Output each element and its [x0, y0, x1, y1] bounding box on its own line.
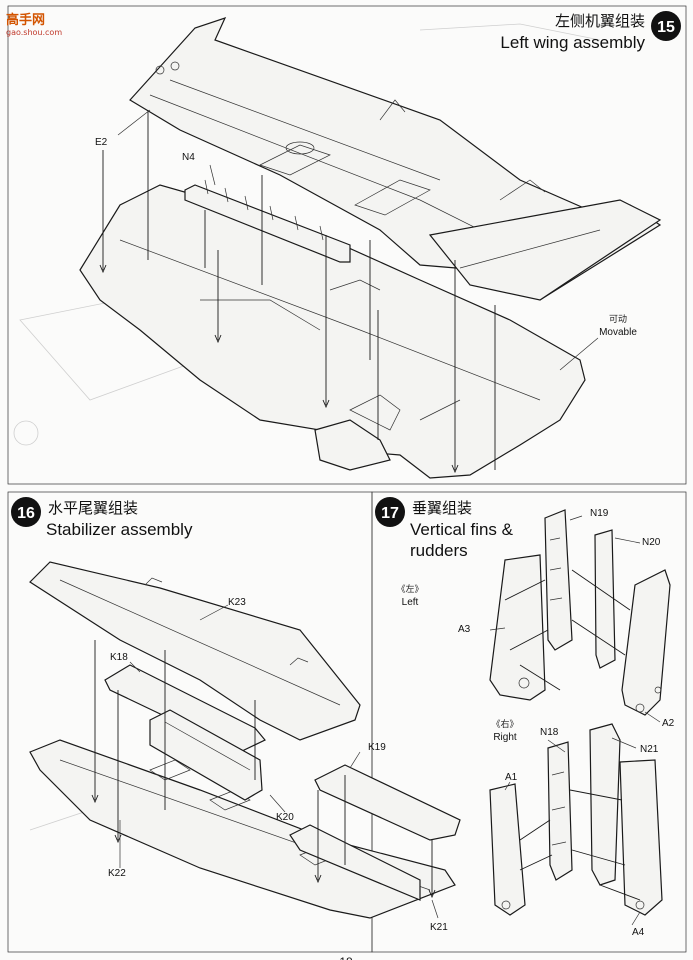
step17-header: 17 垂翼组装 Vertical fins & rudders — [375, 497, 514, 560]
part-n19-left-spar — [544, 509, 573, 651]
watermark-logo: 高手网 gao.shou.com — [6, 12, 62, 37]
label-k18: K18 — [110, 652, 128, 663]
page-number: 18 — [339, 955, 353, 960]
part-n21-right-rudder — [589, 723, 621, 886]
step17-title-en-line2: rudders — [410, 541, 468, 560]
step15-assembly-lines — [99, 109, 599, 474]
step16-title-cn: 水平尾翼组装 — [48, 499, 138, 517]
step15-badge — [651, 11, 681, 41]
label-k20: K20 — [276, 812, 294, 823]
part-k20-spar — [149, 709, 263, 801]
label-n19: N19 — [590, 508, 609, 519]
label-left-cn: 《左》 — [396, 583, 423, 595]
part-n20-left-rudder — [594, 529, 616, 669]
step16-header: 16 水平尾翼组装 Stabilizer assembly — [11, 497, 193, 539]
label-movable-en: Movable — [599, 327, 637, 338]
label-a2: A2 — [662, 718, 675, 729]
step15-number: 15 — [657, 19, 675, 36]
step17-right-assembly-lines — [504, 737, 641, 926]
step17-number: 17 — [381, 505, 399, 522]
step17-left-assembly-lines — [489, 515, 661, 723]
label-n4: N4 — [182, 152, 195, 163]
step15-title-en: Left wing assembly — [500, 33, 645, 52]
label-n18: N18 — [540, 727, 559, 738]
label-left-en: Left — [402, 597, 419, 608]
step17-title-en-line1: Vertical fins & — [410, 520, 514, 539]
label-k21: K21 — [430, 922, 448, 933]
part-a2-left-rudder — [621, 569, 671, 716]
label-k23: K23 — [228, 597, 246, 608]
step15-title-cn: 左侧机翼组装 — [555, 12, 645, 30]
step15-panel-border — [7, 5, 687, 485]
step16-badge — [11, 497, 41, 527]
step17-panel-border — [371, 491, 687, 953]
part-a4-right-rudder — [619, 759, 663, 916]
part-a3-left-fin — [489, 554, 546, 701]
watermark-site-text: gao.shou.com — [6, 28, 62, 37]
part-k23-upper-stabilizer — [29, 561, 361, 741]
part-k21-spar — [289, 824, 421, 901]
label-a3: A3 — [458, 624, 471, 635]
step16-number: 16 — [17, 505, 35, 522]
part-a1-right-fin — [489, 783, 526, 916]
label-a4: A4 — [632, 927, 645, 938]
part-n4-spar — [184, 179, 351, 263]
watermark-logo-text: 高手网 — [6, 12, 45, 28]
label-n21: N21 — [640, 744, 659, 755]
movable-flap — [428, 199, 662, 301]
part-n18-right-spar — [547, 741, 573, 881]
label-n20: N20 — [642, 537, 661, 548]
part-k18-elevator — [104, 664, 266, 753]
label-movable-cn: 可动 — [609, 314, 627, 325]
label-a1: A1 — [505, 772, 518, 783]
label-e2: E2 — [95, 137, 108, 148]
step15-header: 15 左侧机翼组装 Left wing assembly — [500, 11, 681, 52]
step16-assembly-lines — [91, 604, 439, 919]
label-k22: K22 — [108, 868, 126, 879]
step17-badge — [375, 497, 405, 527]
label-right-cn: 《右》 — [491, 718, 518, 730]
label-right-en: Right — [493, 732, 517, 743]
step16-title-en: Stabilizer assembly — [46, 520, 193, 539]
step17-title-cn: 垂翼组装 — [412, 499, 472, 517]
part-k19-elevator — [314, 764, 461, 841]
label-k19: K19 — [368, 742, 386, 753]
